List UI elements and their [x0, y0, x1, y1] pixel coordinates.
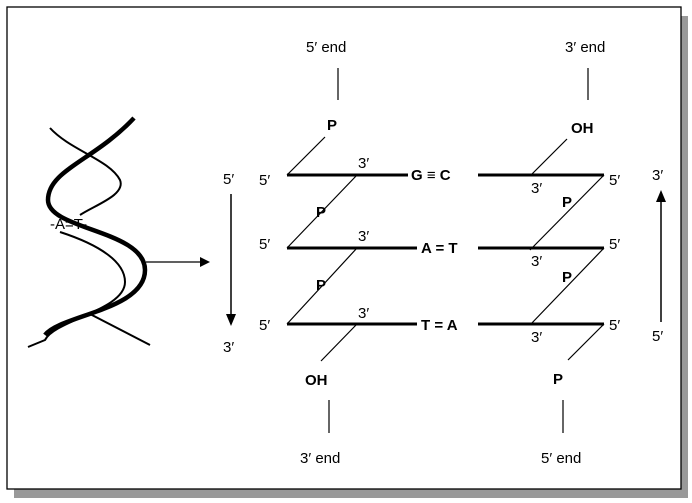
row1-right-5prime: 5′	[609, 172, 620, 189]
end-connectors	[328, 68, 589, 433]
base-pair-row-1: 5′ 3′ G ≡ C 3′ 5′	[259, 155, 620, 197]
row2-left-3prime: 3′	[358, 228, 369, 245]
phosphate-top-left: P	[327, 117, 337, 134]
phosphate-bottom-right: P	[553, 371, 563, 388]
end-label-bottom-left: 3′ end	[300, 450, 340, 467]
row1-pair: G ≡ C	[411, 167, 451, 184]
row2-pair: A = T	[421, 240, 458, 257]
hydroxyl-bottom-left: OH	[305, 372, 328, 389]
base-pair-row-3: 5′ 3′ T = A 3′ 5′	[259, 305, 620, 346]
phosphate-left-1: P	[316, 204, 326, 221]
row2-right-3prime: 3′	[531, 253, 542, 270]
end-label-bottom-right: 5′ end	[541, 450, 581, 467]
row2-right-5prime: 5′	[609, 236, 620, 253]
phosphate-right-1: P	[562, 194, 572, 211]
base-pair-row-2: 5′ 3′ A = T 3′ 5′	[259, 228, 620, 270]
left-strand-bottom-label: 3′	[223, 339, 234, 356]
row3-left-5prime: 5′	[259, 317, 270, 334]
right-strand-bottom-label: 5′	[652, 328, 663, 345]
phosphate-left-2: P	[316, 277, 326, 294]
row1-left-3prime: 3′	[358, 155, 369, 172]
arrow-right-icon	[146, 257, 210, 267]
row3-pair: T = A	[421, 317, 458, 334]
arrow-up-icon	[656, 190, 666, 322]
left-strand-top-label: 5′	[223, 171, 234, 188]
double-helix-icon	[27, 116, 151, 348]
arrow-down-icon	[226, 194, 236, 326]
helix-pair-label: -A=T-	[50, 216, 87, 233]
end-label-top-left: 5′ end	[306, 39, 346, 56]
right-strand-top-label: 3′	[652, 167, 663, 184]
hydroxyl-top-right: OH	[571, 120, 594, 137]
row3-right-5prime: 5′	[609, 317, 620, 334]
row1-left-5prime: 5′	[259, 172, 270, 189]
row1-right-3prime: 3′	[531, 180, 542, 197]
phosphate-right-2: P	[562, 269, 572, 286]
backbone-links	[286, 136, 605, 362]
row3-right-3prime: 3′	[531, 329, 542, 346]
row3-left-3prime: 3′	[358, 305, 369, 322]
rungs	[287, 173, 604, 326]
end-label-top-right: 3′ end	[565, 39, 605, 56]
row2-left-5prime: 5′	[259, 236, 270, 253]
